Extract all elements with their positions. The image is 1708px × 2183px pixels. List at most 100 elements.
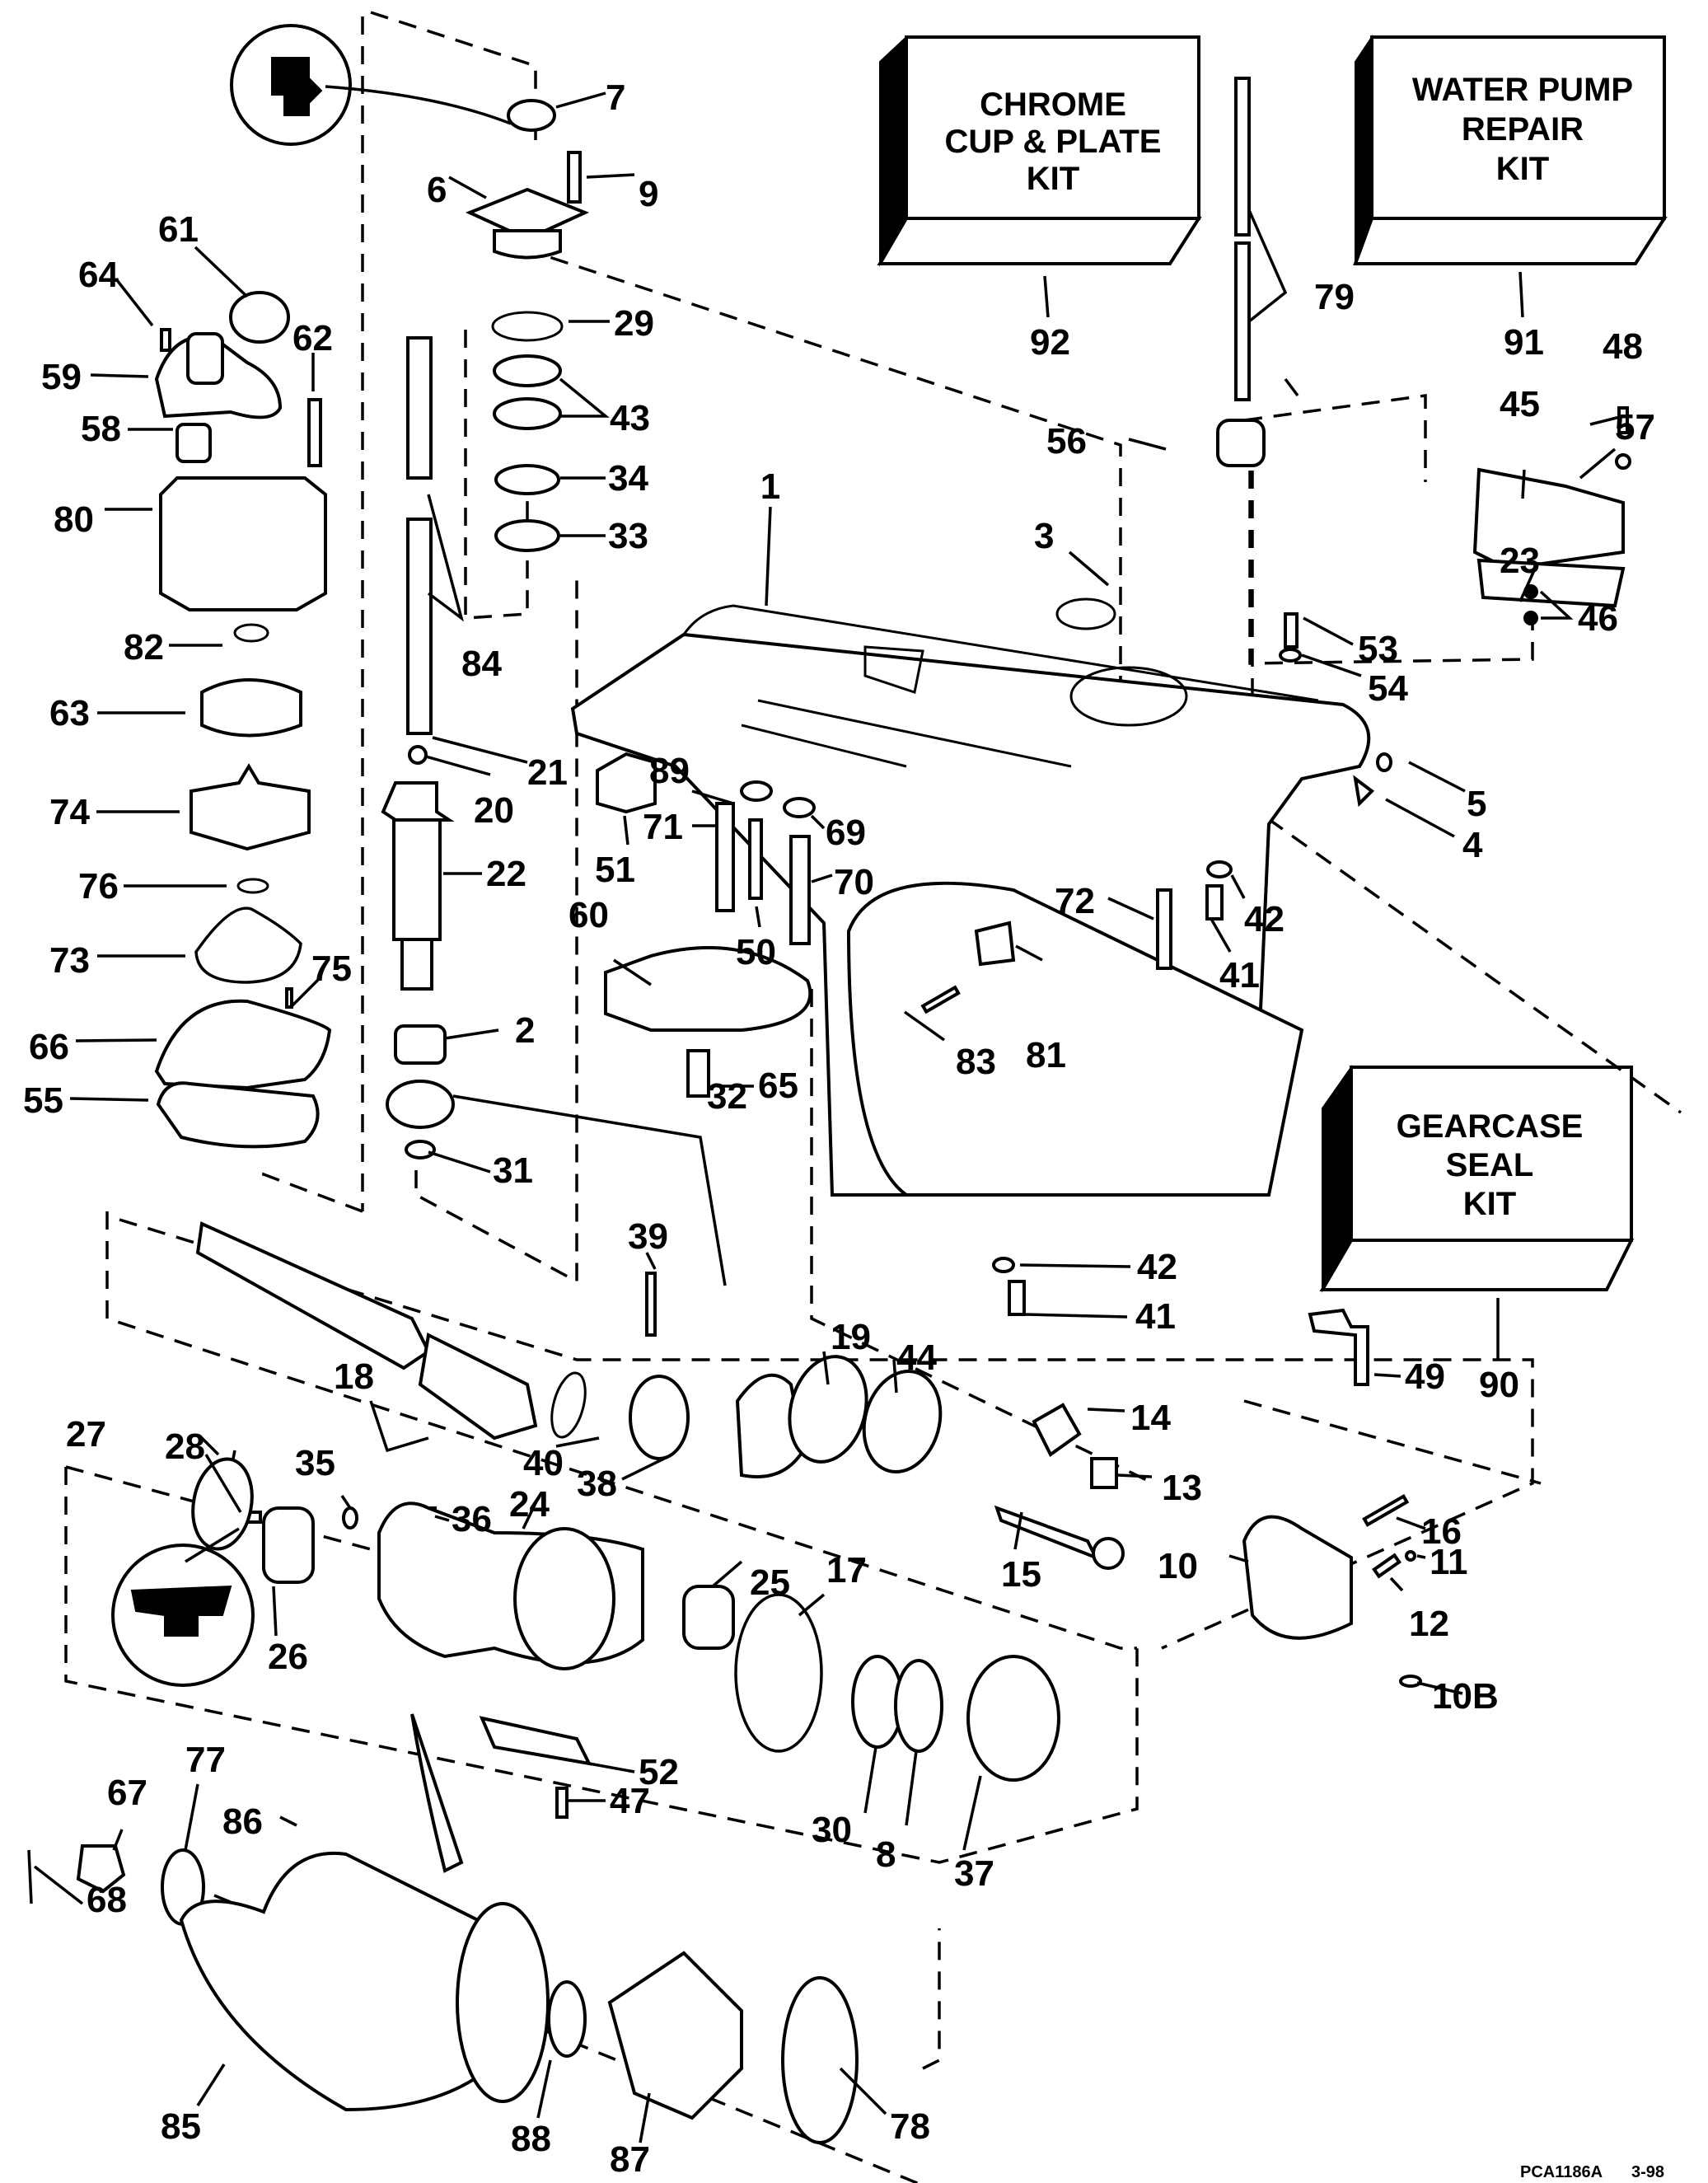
callout-75[interactable]: 75: [311, 949, 352, 989]
callout-65[interactable]: 65: [758, 1066, 798, 1106]
callout-86[interactable]: 86: [222, 1801, 263, 1842]
callout-15[interactable]: 15: [1001, 1554, 1041, 1595]
callout-7[interactable]: 7: [606, 77, 625, 118]
callout-3[interactable]: 3: [1034, 516, 1054, 556]
callout-47[interactable]: 47: [610, 1781, 650, 1821]
callout-61[interactable]: 61: [158, 209, 199, 250]
callout-80[interactable]: 80: [54, 499, 94, 540]
callout-73[interactable]: 73: [49, 940, 90, 981]
callout-43[interactable]: 43: [610, 398, 650, 438]
callout-39[interactable]: 39: [628, 1216, 668, 1257]
callout-87[interactable]: 87: [610, 2139, 650, 2180]
callout-66[interactable]: 66: [29, 1027, 69, 1067]
callout-1[interactable]: 1: [760, 466, 780, 507]
callout-2[interactable]: 2: [515, 1010, 535, 1051]
callout-42-lower[interactable]: 42: [1137, 1247, 1177, 1287]
callout-17[interactable]: 17: [826, 1550, 867, 1590]
callout-77[interactable]: 77: [185, 1740, 226, 1780]
callout-21[interactable]: 21: [527, 752, 568, 793]
callout-45[interactable]: 45: [1500, 384, 1540, 424]
callout-20[interactable]: 20: [474, 790, 514, 831]
callout-33[interactable]: 33: [608, 516, 648, 556]
callout-54[interactable]: 54: [1368, 668, 1408, 709]
callout-27[interactable]: 27: [66, 1414, 106, 1455]
callout-84[interactable]: 84: [461, 644, 502, 684]
callout-18[interactable]: 18: [334, 1356, 374, 1397]
callout-53[interactable]: 53: [1358, 629, 1398, 669]
callout-25[interactable]: 25: [750, 1562, 790, 1603]
callout-37[interactable]: 37: [954, 1853, 994, 1894]
callout-50[interactable]: 50: [736, 932, 776, 972]
callout-74[interactable]: 74: [49, 792, 90, 832]
callout-60[interactable]: 60: [569, 895, 609, 935]
callout-12[interactable]: 12: [1409, 1604, 1449, 1644]
kit-box-gearcase-seal[interactable]: GEARCASE SEAL KIT: [1319, 1064, 1635, 1293]
callout-36[interactable]: 36: [452, 1499, 492, 1539]
callout-72[interactable]: 72: [1055, 881, 1095, 921]
callout-23[interactable]: 23: [1500, 541, 1540, 581]
callout-38[interactable]: 38: [577, 1464, 617, 1504]
callout-55[interactable]: 55: [23, 1080, 63, 1121]
callout-8[interactable]: 8: [876, 1834, 896, 1875]
part-46b: [1523, 611, 1538, 625]
callout-29[interactable]: 29: [614, 303, 654, 344]
callout-19[interactable]: 19: [831, 1317, 871, 1357]
callout-41-upper[interactable]: 41: [1219, 955, 1260, 995]
callout-14[interactable]: 14: [1130, 1398, 1171, 1438]
callout-64[interactable]: 64: [78, 255, 119, 295]
callout-44[interactable]: 44: [896, 1337, 937, 1378]
callout-40[interactable]: 40: [523, 1443, 564, 1483]
callout-62[interactable]: 62: [292, 318, 333, 358]
callout-10[interactable]: 10: [1158, 1546, 1198, 1586]
callout-71[interactable]: 71: [643, 807, 683, 847]
callout-83[interactable]: 83: [956, 1042, 996, 1082]
kit-box-chrome-cup-plate[interactable]: CHROME CUP & PLATE KIT: [877, 35, 1202, 267]
callout-82[interactable]: 82: [124, 627, 164, 668]
callout-59[interactable]: 59: [41, 357, 82, 397]
callout-4[interactable]: 4: [1462, 825, 1483, 865]
callout-42-upper[interactable]: 42: [1244, 899, 1285, 939]
callout-85[interactable]: 85: [161, 2106, 201, 2147]
callout-34[interactable]: 34: [608, 458, 648, 499]
callout-92[interactable]: 92: [1030, 322, 1070, 363]
callout-49[interactable]: 49: [1405, 1356, 1445, 1397]
callout-67[interactable]: 67: [107, 1773, 147, 1813]
callout-22[interactable]: 22: [486, 854, 526, 894]
callout-16[interactable]: 16: [1421, 1511, 1462, 1552]
callout-89[interactable]: 89: [649, 751, 690, 791]
callout-11[interactable]: 11: [1430, 1542, 1468, 1582]
callout-24[interactable]: 24: [509, 1484, 550, 1525]
callout-10B[interactable]: 10B: [1432, 1676, 1499, 1717]
callout-26[interactable]: 26: [268, 1637, 308, 1677]
callout-28[interactable]: 28: [165, 1426, 205, 1467]
callout-57[interactable]: 57: [1615, 407, 1655, 447]
callout-56[interactable]: 56: [1046, 421, 1087, 461]
callout-6[interactable]: 6: [427, 170, 447, 210]
callout-46[interactable]: 46: [1578, 598, 1618, 639]
callout-30[interactable]: 30: [812, 1810, 852, 1850]
callout-31[interactable]: 31: [493, 1150, 533, 1191]
callout-35[interactable]: 35: [295, 1443, 335, 1483]
callout-13[interactable]: 13: [1162, 1468, 1202, 1508]
part-68: [27, 1849, 33, 1904]
callout-88[interactable]: 88: [511, 2119, 551, 2159]
callout-69[interactable]: 69: [826, 813, 866, 853]
callout-90[interactable]: 90: [1479, 1365, 1519, 1405]
callout-78[interactable]: 78: [890, 2106, 930, 2147]
callout-91[interactable]: 91: [1504, 322, 1544, 363]
callout-9[interactable]: 9: [639, 174, 658, 214]
callout-70[interactable]: 70: [834, 862, 874, 902]
callout-63[interactable]: 63: [49, 693, 90, 733]
callout-58[interactable]: 58: [81, 409, 121, 449]
kit-box-water-pump-repair[interactable]: WATER PUMP REPAIR KIT: [1353, 34, 1668, 265]
callout-41-lower[interactable]: 41: [1135, 1296, 1176, 1337]
callout-5[interactable]: 5: [1467, 784, 1486, 824]
callout-51[interactable]: 51: [595, 850, 635, 890]
callout-68[interactable]: 68: [87, 1880, 127, 1920]
callout-81[interactable]: 81: [1026, 1035, 1066, 1075]
callout-52[interactable]: 52: [639, 1752, 679, 1792]
callout-32[interactable]: 32: [707, 1076, 747, 1117]
callout-76[interactable]: 76: [78, 866, 119, 906]
callout-79[interactable]: 79: [1314, 277, 1355, 317]
callout-48[interactable]: 48: [1603, 326, 1643, 367]
